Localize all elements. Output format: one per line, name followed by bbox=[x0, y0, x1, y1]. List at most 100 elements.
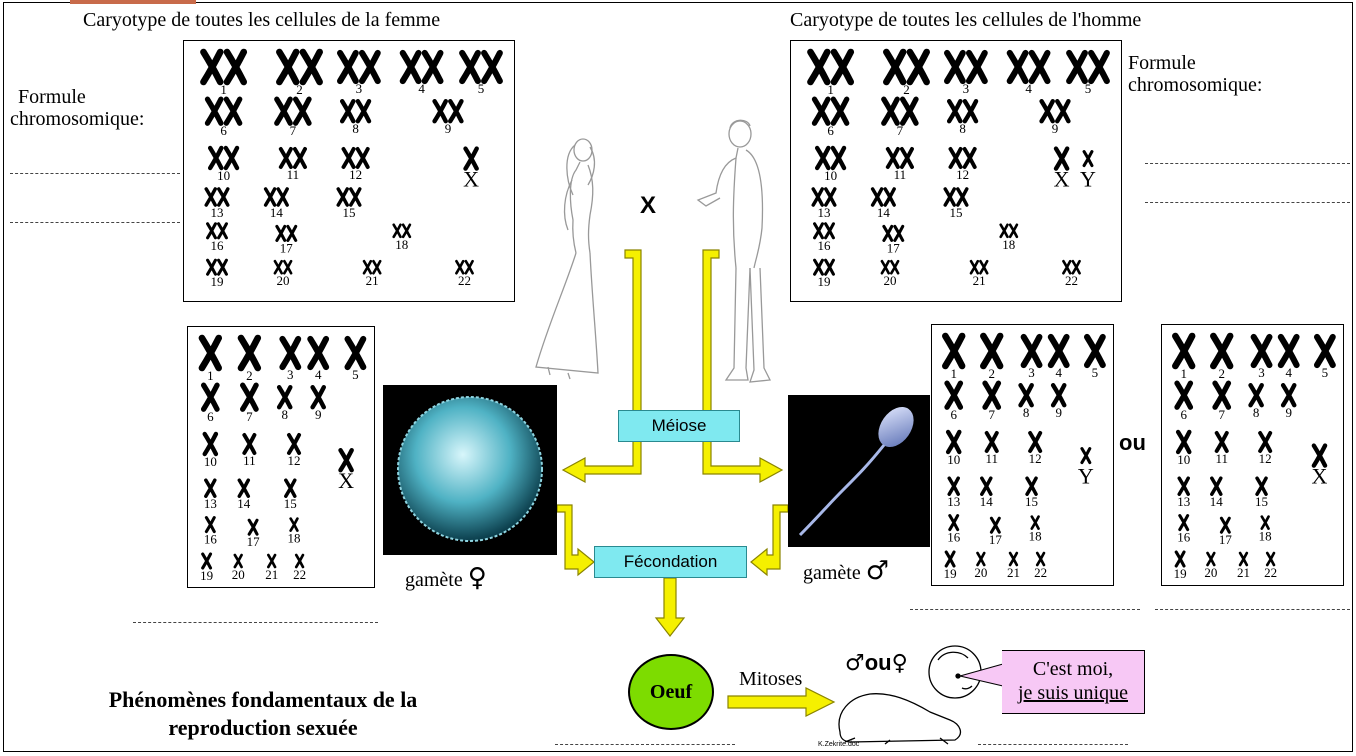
chromosome-pair-21 bbox=[1238, 551, 1249, 567]
chromosome-pair-17 bbox=[247, 518, 259, 536]
chromosome-pair-9 bbox=[432, 99, 464, 124]
chromosome-pair-12 bbox=[287, 433, 302, 455]
pair-number: 10 bbox=[824, 168, 837, 183]
pair-number: 13 bbox=[204, 496, 217, 511]
baby-sex-label: ♂ou♀ bbox=[845, 650, 908, 676]
pair-number: 6 bbox=[827, 123, 834, 138]
chromosome-pair-9 bbox=[1039, 99, 1071, 124]
chromosome-pair-10 bbox=[207, 145, 240, 171]
pair-number: 7 bbox=[1218, 407, 1225, 422]
page-title: Phénomènes fondamentaux de la reproducti… bbox=[48, 686, 478, 742]
pair-number: 3 bbox=[963, 81, 970, 96]
pair-number: 17 bbox=[1219, 532, 1233, 547]
pair-number: 5 bbox=[1092, 365, 1099, 380]
chromosome-pair-5 bbox=[344, 335, 367, 371]
chromosome-pair-1 bbox=[1172, 332, 1196, 370]
pair-number: 20 bbox=[232, 567, 245, 582]
female-gamete-label: gamète ♀ bbox=[405, 563, 487, 593]
speech-bubble: C'est moi, je suis unique bbox=[1002, 650, 1145, 714]
egg-label: Oeuf bbox=[649, 680, 693, 703]
pair-number: 20 bbox=[884, 273, 897, 288]
chromosome-pair-14 bbox=[237, 478, 251, 498]
pair-number: 8 bbox=[1023, 405, 1030, 420]
chromosome-pair-18 bbox=[1030, 515, 1040, 530]
pair-number: 1 bbox=[1180, 366, 1187, 381]
pair-number: 14 bbox=[877, 205, 891, 220]
chromosome-pair-21 bbox=[267, 553, 277, 569]
chromosome-pair-11 bbox=[984, 431, 999, 453]
chromosome-pair-16 bbox=[948, 514, 960, 532]
chromosome-pair-11 bbox=[242, 433, 257, 455]
chromosome-pair-4 bbox=[1047, 333, 1070, 369]
pair-number: 20 bbox=[974, 565, 987, 580]
pair-number: 5 bbox=[478, 81, 485, 96]
chromosome-pair-7 bbox=[881, 96, 919, 126]
male-sex-icon: ♂ bbox=[845, 651, 865, 676]
chromosome-pair-12 bbox=[948, 147, 977, 169]
chromosome-pair-13 bbox=[204, 478, 217, 498]
pair-number: 4 bbox=[1055, 365, 1062, 380]
chromosome-pair-2 bbox=[883, 48, 930, 86]
pair-number: 7 bbox=[988, 407, 995, 422]
pair-number: 1 bbox=[220, 82, 227, 97]
chromosome-pair-3 bbox=[279, 335, 302, 371]
pair-number: 16 bbox=[818, 238, 832, 253]
pair-number: 3 bbox=[356, 81, 363, 96]
sex-chromosome-glyph bbox=[1080, 447, 1092, 465]
pair-number: 15 bbox=[343, 205, 356, 220]
pair-number: 9 bbox=[1285, 405, 1292, 420]
pair-number: 4 bbox=[1285, 365, 1292, 380]
chromosome-pair-5 bbox=[1313, 333, 1336, 369]
pair-number: 19 bbox=[211, 274, 224, 289]
chromosome-pair-14 bbox=[980, 476, 993, 496]
sex-chromosome-glyph bbox=[1311, 443, 1328, 468]
pair-number: 2 bbox=[296, 82, 303, 97]
chromosome-pair-2 bbox=[237, 334, 262, 372]
pair-number: 10 bbox=[204, 454, 217, 469]
pair-number: 12 bbox=[349, 167, 362, 182]
pair-number: 6 bbox=[220, 123, 227, 138]
ovule-photo bbox=[383, 385, 557, 555]
answer-line bbox=[133, 622, 378, 623]
pair-number: 10 bbox=[217, 168, 230, 183]
chromosome-pair-17 bbox=[882, 224, 905, 242]
pair-number: 18 bbox=[1259, 529, 1272, 544]
chromosome-pair-22 bbox=[455, 259, 474, 275]
chromosome-pair-2 bbox=[276, 48, 323, 86]
chromosome-pair-9 bbox=[1050, 383, 1067, 408]
pair-number: 14 bbox=[1210, 494, 1224, 509]
pair-number: 14 bbox=[980, 494, 994, 509]
chromosome-pair-5 bbox=[1083, 333, 1106, 369]
chromosome-pair-18 bbox=[999, 223, 1019, 239]
chromosome-pair-19 bbox=[1174, 550, 1186, 568]
female-gamete-text: gamète bbox=[405, 569, 463, 591]
chromosome-pair-1 bbox=[198, 334, 223, 372]
pair-number: 6 bbox=[1180, 407, 1187, 422]
chromosome-pair-3 bbox=[944, 49, 988, 85]
pair-number: 21 bbox=[1007, 565, 1020, 580]
pair-number: 12 bbox=[1259, 451, 1272, 466]
chromosome-pair-14 bbox=[1210, 476, 1223, 496]
chromosome-pair-13 bbox=[1177, 476, 1190, 496]
chromosome-pair-9 bbox=[1280, 383, 1297, 408]
chromosome-pair-22 bbox=[1035, 551, 1046, 567]
pair-number: 2 bbox=[903, 82, 910, 97]
chromosome-pair-18 bbox=[392, 223, 412, 239]
chromosome-pair-20 bbox=[1206, 551, 1216, 567]
pair-number: 11 bbox=[243, 453, 256, 468]
pair-number: 1 bbox=[950, 366, 957, 381]
pair-number: 13 bbox=[947, 494, 960, 509]
baby-or-text: ou bbox=[864, 650, 892, 675]
pair-number: 10 bbox=[947, 452, 960, 467]
male-symbol-icon: ♂ bbox=[865, 556, 890, 586]
chromosome-pair-20 bbox=[880, 259, 900, 275]
pair-number: 15 bbox=[284, 496, 297, 511]
female-symbol-icon: ♀ bbox=[467, 563, 487, 593]
pair-number: 4 bbox=[418, 81, 425, 96]
female-karyotype-title: Caryotype de toutes les cellules de la f… bbox=[83, 9, 441, 31]
pair-number: 8 bbox=[1253, 405, 1260, 420]
pair-number: 20 bbox=[1204, 565, 1217, 580]
pair-number: 18 bbox=[1002, 237, 1015, 252]
chromosome-pair-13 bbox=[947, 476, 960, 496]
